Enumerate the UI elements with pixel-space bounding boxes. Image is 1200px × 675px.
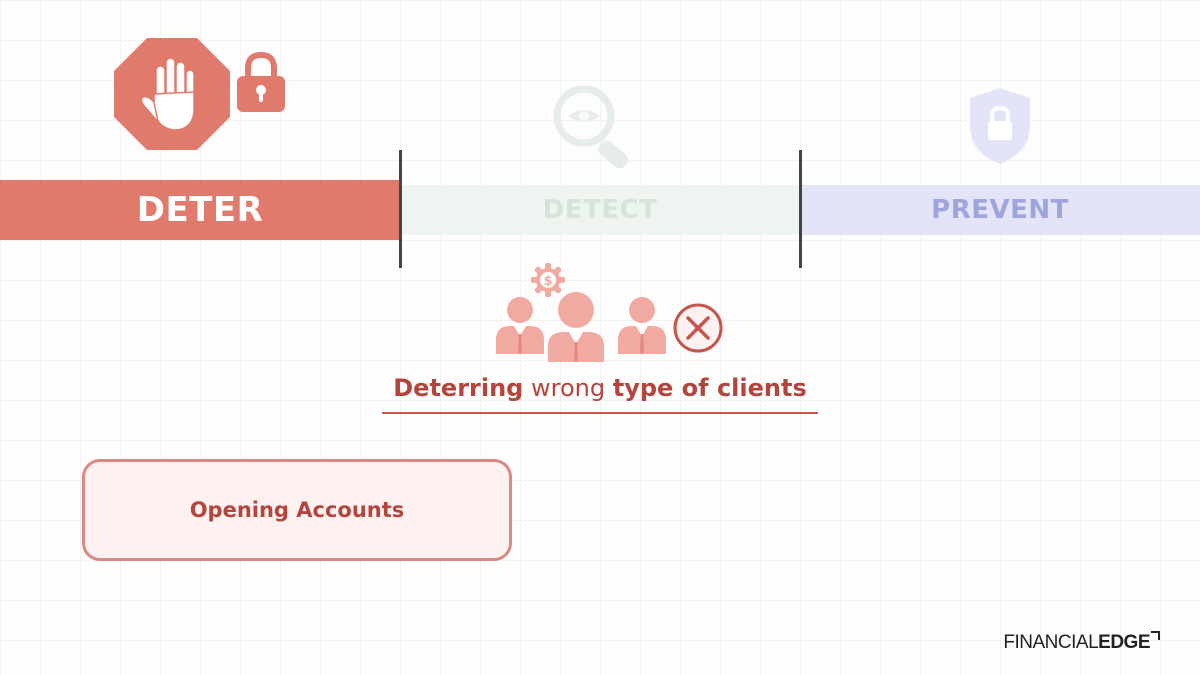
- clients-group-icon: [496, 292, 666, 362]
- stage-bar-prevent: PREVENT: [800, 185, 1200, 235]
- subtitle-strong-part: type of clients: [612, 374, 807, 402]
- logo-text-part: FINANCIAL: [1003, 632, 1099, 653]
- stage-bar-detect: DETECT: [400, 185, 800, 235]
- stage-bar-deter: DETER: [0, 180, 400, 240]
- stop-hand-icon: [114, 38, 230, 150]
- cancel-x-icon: [673, 303, 723, 353]
- logo-corner-mark: [1151, 631, 1160, 640]
- stage-divider: [399, 150, 402, 268]
- subtitle: Deterring wrong type of clients: [382, 368, 818, 408]
- financial-edge-logo: FINANCIAL EDGE: [1003, 631, 1160, 654]
- svg-text:$: $: [543, 274, 552, 289]
- subtitle-light-part: wrong: [523, 374, 613, 402]
- subtitle-strong-part: Deterring: [393, 374, 524, 402]
- stage-divider: [799, 150, 802, 268]
- shield-lock-icon: [970, 88, 1030, 164]
- padlock-icon: [237, 51, 285, 112]
- subtitle-underline: [382, 412, 818, 414]
- dollar-gear-icon: $: [531, 263, 565, 297]
- logo-text-part: EDGE: [1098, 632, 1150, 653]
- magnifier-eye-icon: [553, 85, 629, 169]
- opening-accounts-box: Opening Accounts: [82, 459, 512, 561]
